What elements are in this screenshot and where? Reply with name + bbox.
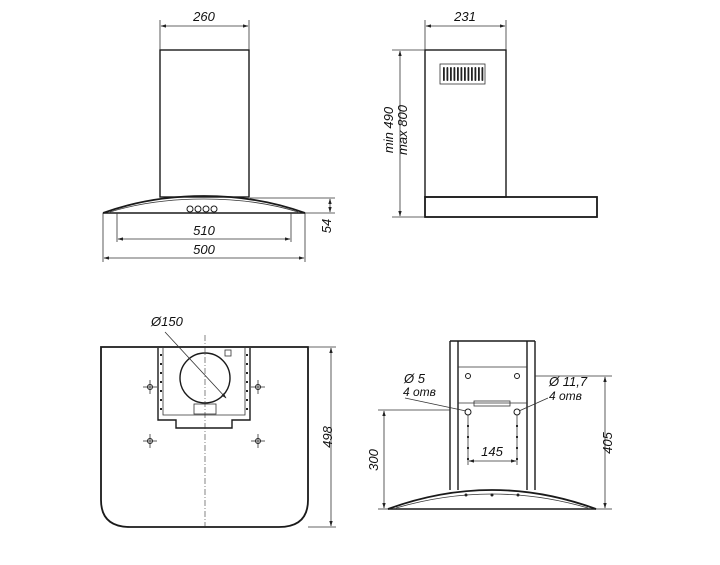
label-large-hole-diameter: Ø 11,7: [548, 374, 588, 389]
label-small-hole-diameter: Ø 5: [403, 371, 426, 386]
keyhole: [464, 408, 472, 416]
rear-chimney: [449, 340, 536, 490]
front-canopy-inner: [109, 198, 299, 213]
dim-hole-spacing: 145: [481, 444, 503, 459]
bracket-rivet: [246, 390, 248, 392]
bracket-rivet: [160, 408, 162, 410]
rear-canopy-outer: [387, 489, 597, 510]
bracket-rivet: [160, 399, 162, 401]
control-button: [202, 205, 210, 213]
mounting-holes: [143, 380, 265, 448]
bracket-rivet: [160, 372, 162, 374]
front-chimney: [159, 49, 250, 198]
bracket-rivet: [160, 390, 162, 392]
vent-slot: [453, 67, 456, 81]
dim-depth: 231: [453, 9, 476, 24]
control-buttons: [186, 205, 218, 213]
dim-total-depth: 498: [320, 425, 335, 447]
bottom-view: Ø150 498: [100, 314, 336, 530]
control-button: [186, 205, 194, 213]
side-canopy: [424, 196, 598, 218]
vent-slot: [446, 67, 449, 81]
duct-leader: [164, 331, 227, 399]
vent-slot: [481, 67, 484, 81]
control-button: [194, 205, 202, 213]
bracket-rivet: [246, 381, 248, 383]
canopy-rivet: [490, 493, 494, 497]
rear-view: Ø 5 4 отв Ø 11,7 4 отв 145 300 405: [366, 340, 615, 510]
keyholes: [464, 373, 521, 416]
control-button: [210, 205, 218, 213]
dim-canopy-width: 500: [193, 242, 215, 257]
vent-slot: [457, 67, 459, 81]
vent-slot: [450, 67, 452, 81]
vent-slot: [478, 67, 480, 81]
bracket-rivet: [246, 363, 248, 365]
bracket-rivet: [160, 363, 162, 365]
bracket-rivet: [160, 354, 162, 356]
vent-slot: [467, 67, 470, 81]
bracket-rivet: [246, 354, 248, 356]
label-large-hole-count: 4 отв: [549, 389, 582, 403]
canopy-rivet: [464, 493, 468, 497]
vent-slot: [443, 67, 445, 81]
dim-height-max: max 800: [395, 104, 410, 155]
bracket-rivet: [246, 372, 248, 374]
bracket-rivet: [160, 381, 162, 383]
dim-height-min: min 490: [381, 106, 396, 153]
dim-chimney-width: 260: [192, 9, 215, 24]
canopy-rivet: [516, 493, 520, 497]
keyhole: [513, 408, 521, 416]
vent-slot: [474, 67, 477, 81]
dim-lower-height: 300: [366, 448, 381, 470]
front-view: 260 510 500 54: [102, 9, 335, 262]
bracket-rivet: [246, 408, 248, 410]
bottom-outline: [100, 346, 309, 528]
duct-bracket: [157, 348, 251, 429]
keyhole: [514, 373, 520, 379]
dim-filter-width: 510: [193, 223, 215, 238]
keyhole: [465, 373, 471, 379]
vent-grille: [439, 63, 486, 85]
bracket-rivet: [246, 399, 248, 401]
dim-total-height: 405: [600, 431, 615, 453]
dim-duct-diameter: Ø150: [150, 314, 184, 329]
vent-slot: [464, 67, 466, 81]
label-small-hole-count: 4 отв: [403, 385, 436, 399]
vent-slot: [460, 67, 463, 81]
dim-canopy-height: 54: [319, 219, 334, 233]
vent-slot: [471, 67, 473, 81]
front-canopy-outer: [102, 195, 306, 214]
side-view: 231 min 490 max 800: [381, 9, 598, 218]
